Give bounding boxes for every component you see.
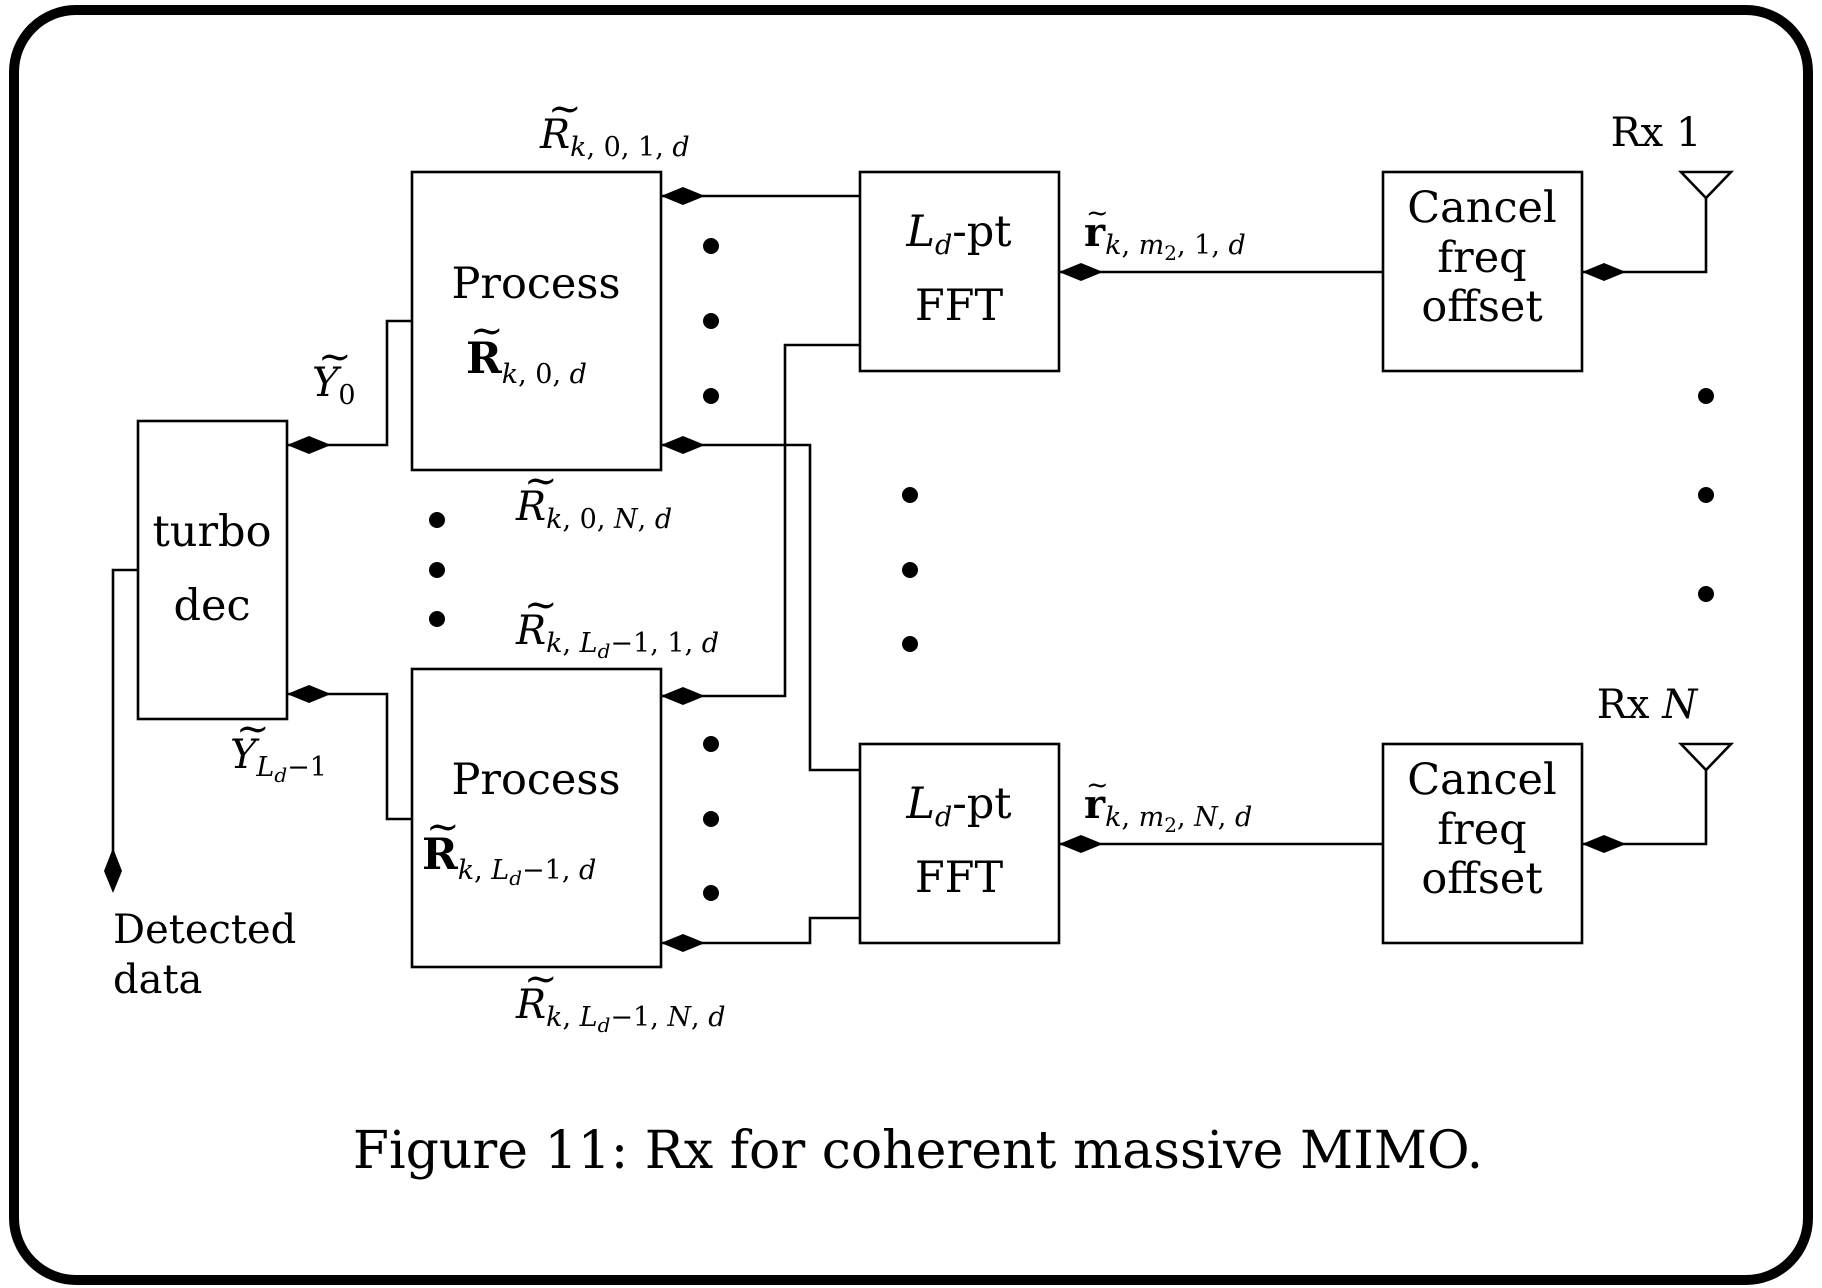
tilde-r-k-m2-N-d: ~: [1086, 770, 1109, 801]
arrowhead-turbo-in-top: [287, 436, 331, 454]
process-top-symbol: Rk, 0, d: [466, 334, 587, 390]
signal-label-r-k-m2-1-d: rk, m2, 1, d: [1084, 209, 1246, 265]
cancel-top-line2: freq: [1437, 233, 1526, 283]
fft-box-top: [858, 170, 1061, 373]
antenna-rx1-icon: [1677, 170, 1735, 200]
process-box-bottom: [410, 667, 663, 969]
wire-fft-top-to-process-bottom: [661, 343, 860, 698]
tilde-Y-Ld-1: ~: [236, 706, 270, 752]
tilde-R-k-Ld-1-1-d: ~: [524, 582, 558, 628]
cancel-bottom-line1: Cancel: [1407, 755, 1557, 805]
antenna-rxN-feed: [1582, 770, 1708, 846]
process-bottom-label: Process: [451, 755, 620, 805]
wire-turbo-to-output: [111, 568, 138, 868]
fft-top-label-line1: Ld-pt: [905, 207, 1011, 261]
turbo-label-line1: turbo: [153, 507, 272, 557]
cancel-freq-offset-box-top: [1381, 170, 1584, 373]
fft-box-bottom: [858, 742, 1061, 945]
wire-fft-bottom-to-process-top: [661, 443, 860, 772]
ellipsis-dots-between-antennas: [1698, 388, 1714, 602]
tilde-R-k-Ld-1-N-d: ~: [524, 956, 558, 1002]
arrowhead-turbo-in-bottom: [287, 685, 331, 703]
ellipsis-dots-process-top: [703, 238, 719, 404]
arrowhead-detected-data: [104, 848, 122, 893]
detected-data-line1: Detected: [113, 907, 296, 953]
antenna-rxN-icon: [1677, 742, 1735, 772]
tilde-r-k-m2-1-d: ~: [1086, 198, 1109, 229]
arrowhead-cancel-bottom-in: [1582, 835, 1626, 853]
cancel-top-line3: offset: [1421, 282, 1542, 332]
arrowhead-process-bottom-in-1: [661, 687, 705, 705]
cancel-bottom-line3: offset: [1421, 854, 1542, 904]
signal-label-Y-Ld-1: YLd−1: [230, 732, 327, 787]
process-top-tilde: ~: [470, 308, 504, 354]
signal-label-R-k-Ld-1-1-d: Rk, Ld−1, 1, d: [515, 608, 719, 663]
process-bottom-symbol: Rk, Ld−1, d: [422, 830, 596, 890]
wire-fft-bottom-to-process-bottom: [661, 916, 860, 945]
signal-label-R-k-Ld-1-N-d: Rk, Ld−1, N, d: [515, 982, 726, 1037]
tilde-Y0: ~: [318, 334, 352, 380]
figure-caption: Figure 11: Rx for coherent massive MIMO.: [353, 1121, 1483, 1181]
antenna-rx1-feed: [1582, 198, 1708, 274]
detected-data-line2: data: [113, 957, 202, 1003]
cancel-bottom-line2: freq: [1437, 805, 1526, 855]
ellipsis-dots-process-bottom: [703, 736, 719, 901]
wire-process-top-to-turbo: [287, 319, 412, 447]
process-top-label: Process: [451, 259, 620, 309]
ellipsis-dots-between-fft: [902, 487, 918, 652]
turbo-decoder-box: [136, 419, 289, 721]
fft-top-label-line2: FFT: [915, 281, 1004, 331]
arrowhead-process-top-in-1: [661, 187, 705, 205]
tilde-R-k-0-N-d: ~: [524, 458, 558, 504]
arrowhead-process-top-in-N: [661, 436, 705, 454]
tilde-R-k-0-1-d: ~: [548, 86, 582, 132]
process-box-top: [410, 170, 663, 472]
signal-label-Y0: Y0: [312, 360, 356, 411]
fft-bottom-label-line2: FFT: [915, 853, 1004, 903]
arrowhead-process-bottom-in-N: [661, 934, 705, 952]
signal-label-r-k-m2-N-d: rk, m2, N, d: [1084, 781, 1252, 837]
arrowhead-fft-bottom-in: [1059, 835, 1103, 853]
fft-bottom-label-line1: Ld-pt: [905, 779, 1011, 833]
figure-frame: [9, 5, 1813, 1285]
antenna-rx1-label: Rx 1: [1611, 110, 1702, 156]
turbo-label-line2: dec: [173, 581, 250, 631]
ellipsis-dots-between-process: [429, 512, 445, 627]
arrowhead-fft-top-in: [1059, 263, 1103, 281]
wire-process-bottom-to-turbo: [287, 692, 412, 821]
process-bottom-tilde: ~: [426, 804, 460, 850]
signal-label-R-k-0-1-d: Rk, 0, 1, d: [539, 112, 690, 163]
antenna-rxN-label: Rx N: [1597, 682, 1699, 728]
arrowhead-cancel-top-in: [1582, 263, 1626, 281]
signal-label-R-k-0-N-d: Rk, 0, N, d: [515, 484, 672, 535]
cancel-top-line1: Cancel: [1407, 183, 1557, 233]
